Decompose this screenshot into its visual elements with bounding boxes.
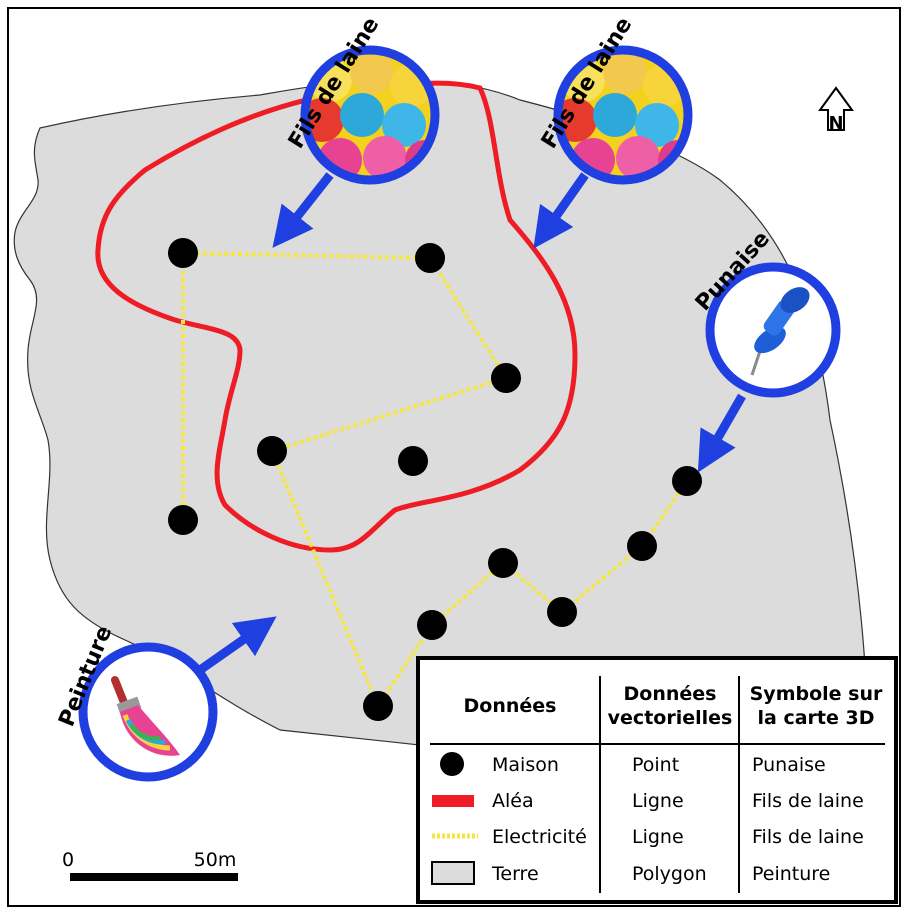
legend-header-vector-2: vectorielles [608, 707, 733, 729]
push-pin-icon [750, 287, 810, 376]
legend-row-vector: Point [632, 754, 679, 776]
wool-callout-left: Fils de laine [284, 13, 440, 185]
scale-bar: 0 50m [62, 849, 238, 881]
north-arrow-icon: N [818, 86, 854, 134]
house-points [168, 238, 702, 721]
legend-row-vector: Ligne [632, 790, 684, 812]
grey-polygon-symbol [431, 861, 475, 885]
legend-row-symbol: Punaise [752, 754, 826, 776]
legend-row-data: Electricité [492, 826, 587, 848]
north-label: N [828, 113, 843, 134]
scale-start-label: 0 [62, 849, 74, 871]
legend-row-vector: Ligne [632, 826, 684, 848]
legend-row-symbol: Fils de laine [752, 826, 864, 848]
legend-header-vector-1: Données [624, 683, 717, 705]
legend-header-symbol-2: la carte 3D [758, 707, 875, 729]
legend: Données Données vectorielles Symbole sur… [416, 656, 898, 904]
legend-row-symbol: Fils de laine [752, 790, 864, 812]
legend-row-data: Maison [492, 754, 559, 776]
legend-row-data: Terre [491, 863, 539, 885]
legend-row-vector: Polygon [632, 863, 707, 885]
paintbrush-icon [111, 676, 180, 756]
scale-end-label: 50m [194, 849, 237, 871]
legend-header-data: Données [464, 695, 557, 717]
callout-arrows [197, 172, 746, 674]
point-symbol [440, 752, 464, 776]
legend-header-symbol-1: Symbole sur [750, 683, 883, 705]
legend-row-symbol: Peinture [752, 863, 830, 885]
red-line-symbol [432, 795, 474, 807]
legend-row-data: Aléa [492, 790, 534, 812]
hazard-line [95, 80, 578, 553]
